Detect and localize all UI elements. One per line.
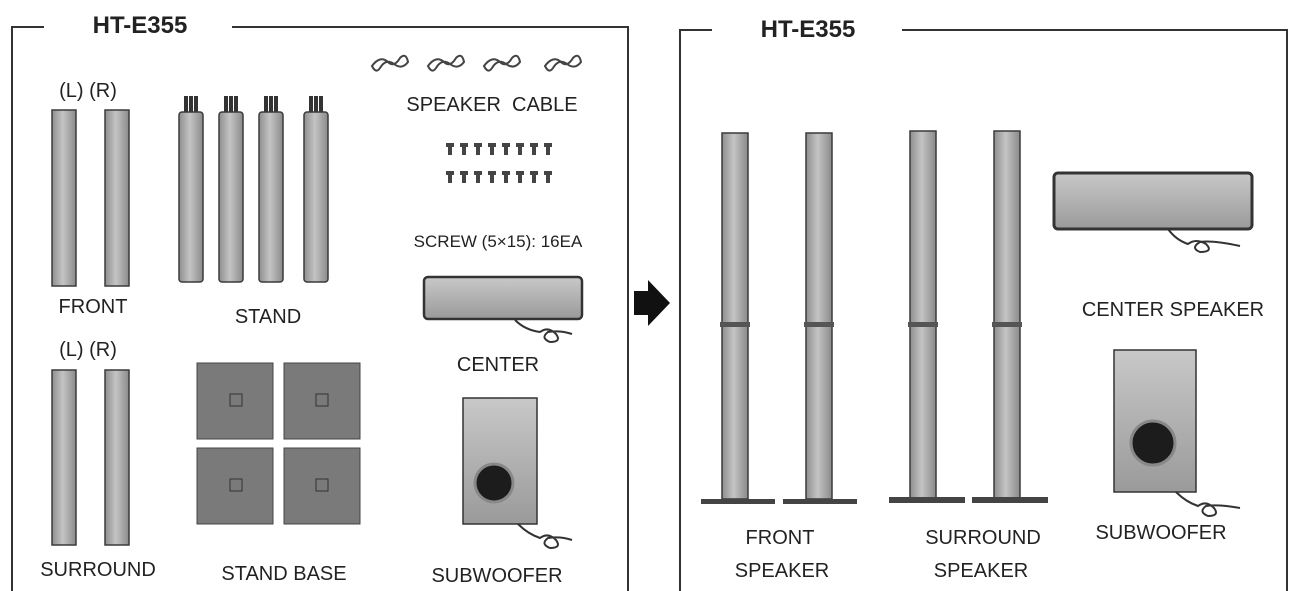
speaker-cable-icons [370, 54, 583, 72]
left-panel-frame-right [232, 26, 629, 591]
center-cable-icon [514, 319, 573, 344]
stand-pole-2 [218, 96, 244, 283]
front-speaker-assembled-right [783, 132, 857, 504]
speaker-cable-icon [426, 54, 466, 72]
stand-label: STAND [235, 306, 301, 328]
speaker-cable-icon [543, 54, 583, 72]
surround-speaker-right [104, 369, 130, 546]
right-panel-frame [679, 29, 712, 591]
front-speaker-left [51, 109, 77, 287]
center-speaker [422, 275, 584, 321]
surround-speaker-label-line2: SPEAKER [934, 560, 1028, 582]
surround-speaker-assembled-right [972, 130, 1048, 503]
front-speaker-label-line1: FRONT [746, 527, 815, 549]
stand-base-3 [196, 447, 274, 525]
stand-base-label: STAND BASE [221, 563, 346, 585]
right-panel-title: HT-E355 [761, 16, 856, 43]
subwoofer-assembled-cable-icon [1175, 491, 1241, 518]
subwoofer-assembled-label: SUBWOOFER [1095, 522, 1226, 544]
surround-speaker-label-line1: SURROUND [925, 527, 1041, 549]
subwoofer-driver [473, 462, 515, 504]
subwoofer [462, 397, 538, 525]
subwoofer-label: SUBWOOFER [431, 565, 562, 587]
center-speaker-assembled [1052, 171, 1254, 231]
front-lr-label: (L) (R) [59, 80, 117, 102]
stand-pole-1 [178, 96, 204, 283]
speaker-cable-icon [482, 54, 522, 72]
surround-label: SURROUND [40, 559, 156, 581]
right-arrow-icon [634, 280, 670, 326]
front-label: FRONT [59, 296, 128, 318]
stand-poles [178, 96, 329, 283]
stand-pole-4 [303, 96, 329, 283]
speaker-cable-icon [370, 54, 410, 72]
front-speaker-right [104, 109, 130, 287]
stand-base-4 [283, 447, 361, 525]
right-panel: HT-E355 FRONT SPEAKER SURROUND SPEAKER [679, 16, 1288, 591]
left-panel: HT-E355 (L) (R) FRONT (L) (R) SURROUND [11, 12, 629, 591]
stand-bases [196, 362, 361, 525]
stand-base-2 [283, 362, 361, 440]
front-speaker-label-line2: SPEAKER [735, 560, 829, 582]
surround-lr-label: (L) (R) [59, 339, 117, 361]
subwoofer-assembled-driver [1129, 419, 1177, 467]
screw-label: SCREW (5×15): 16EA [414, 232, 583, 251]
surround-speaker-assembled-left [889, 130, 965, 503]
front-speaker-assembled-left [701, 132, 775, 504]
center-speaker-cable-icon [1167, 228, 1241, 254]
stand-base-1 [196, 362, 274, 440]
left-panel-frame [11, 26, 44, 591]
screw-icons [446, 143, 552, 183]
left-panel-title: HT-E355 [93, 12, 188, 39]
surround-speaker-left [51, 369, 77, 546]
center-label: CENTER [457, 354, 539, 376]
speaker-cable-label: SPEAKER CABLE [406, 94, 577, 116]
subwoofer-cable-icon [517, 523, 573, 550]
center-speaker-label: CENTER SPEAKER [1082, 299, 1264, 321]
stand-pole-3 [258, 96, 284, 283]
right-panel-frame-right [902, 29, 1288, 591]
